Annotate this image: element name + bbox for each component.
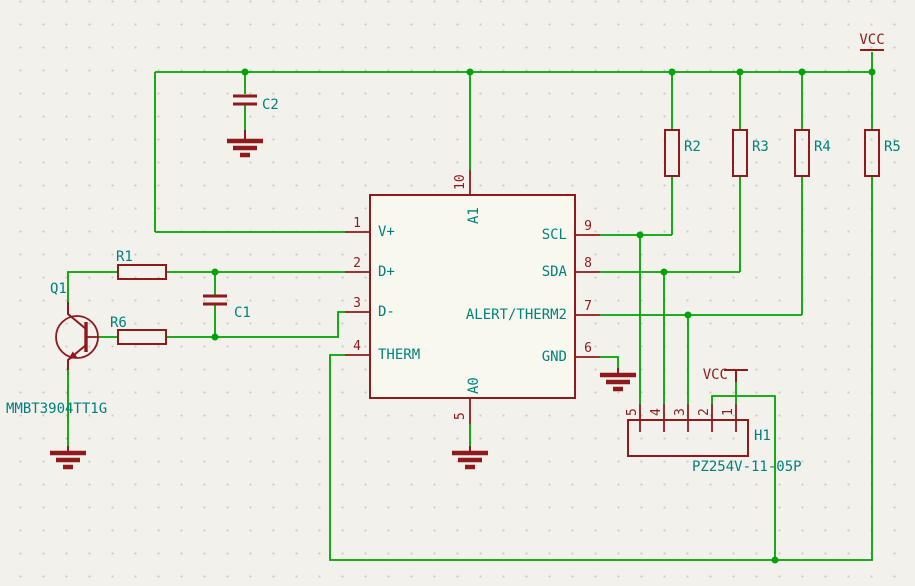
net-vcc[interactable]	[154, 52, 873, 404]
h1-value[interactable]: PZ254V-11-05P	[692, 459, 802, 475]
pin-name-a0: A0	[466, 377, 482, 394]
q1-value[interactable]: MMBT3904TT1G	[6, 401, 107, 417]
wire-therm-conn[interactable]	[711, 395, 776, 560]
junction-dot	[798, 68, 806, 76]
emitter-arrow	[68, 351, 78, 360]
wire-collector[interactable]	[67, 271, 118, 302]
gnd-bars	[600, 372, 636, 392]
pin-number: 7	[584, 299, 592, 314]
pin-number: 10	[453, 174, 468, 190]
h1-pin-number-2: 2	[697, 408, 712, 416]
h1-pin-number-4: 4	[649, 408, 664, 416]
junction-dot	[684, 311, 692, 319]
pin-name-sda: SDA	[542, 264, 568, 280]
ground-symbol-a0[interactable]	[452, 446, 488, 470]
pin-number: 3	[353, 296, 361, 311]
net-scl[interactable]	[600, 176, 673, 404]
wire-ic-gnd[interactable]	[600, 356, 619, 368]
gnd-bars	[452, 450, 488, 470]
junction-dot	[241, 68, 249, 76]
vcc-bar	[724, 369, 748, 382]
ground-symbol-c2[interactable]	[227, 130, 263, 158]
pin-number: 2	[353, 256, 361, 271]
connector-h1[interactable]: 5 4 3 2 1 H1 PZ254V-11-05P	[625, 404, 802, 475]
resistor-r6[interactable]: R6	[110, 315, 167, 345]
pin-name-gnd: GND	[542, 349, 567, 365]
pin-number: 8	[584, 256, 592, 271]
ground-symbol-ic[interactable]	[600, 368, 636, 392]
junction-dot	[636, 231, 644, 239]
resistor-r2[interactable]: R2	[664, 129, 701, 177]
pin-name-dplus: D+	[378, 264, 395, 280]
vcc-symbol-top[interactable]: VCC	[859, 32, 885, 51]
junction-dots	[211, 68, 876, 564]
capacitor-c2[interactable]: C2	[233, 94, 279, 113]
resistor-r4[interactable]: R4	[794, 129, 831, 177]
resistor-r5[interactable]: R5	[864, 129, 901, 177]
q1-reference[interactable]: Q1	[50, 281, 67, 297]
gnd-bars	[50, 450, 86, 470]
h1-pin-stubs	[639, 404, 737, 432]
transistor-collector	[67, 302, 87, 330]
net-dminus[interactable]	[98, 304, 345, 338]
r5-body	[864, 129, 880, 177]
net-therm[interactable]	[329, 176, 873, 561]
pin-number: 6	[584, 341, 592, 356]
h1-pin-number-3: 3	[673, 408, 688, 416]
transistor-q1[interactable]: Q1 MMBT3904TT1G	[6, 281, 107, 417]
net-alert[interactable]	[600, 176, 803, 404]
junction-dot	[868, 68, 876, 76]
pin-number: 1	[353, 216, 361, 231]
pin-number: 5	[453, 412, 468, 420]
junction-dot	[736, 68, 744, 76]
ground-symbol-q1[interactable]	[50, 446, 86, 470]
r2-body	[664, 129, 680, 177]
junction-dot	[660, 268, 668, 276]
r5-reference[interactable]: R5	[884, 139, 901, 155]
h1-pin-number-5: 5	[625, 408, 640, 416]
vcc-symbol-connector[interactable]: VCC	[703, 367, 748, 383]
gnd-bars	[227, 138, 263, 158]
vcc-conn-label[interactable]: VCC	[703, 367, 728, 383]
h1-pin-number-1: 1	[721, 408, 736, 416]
junction-dot	[211, 268, 219, 276]
r2-reference[interactable]: R2	[684, 139, 701, 155]
h1-reference[interactable]: H1	[754, 428, 771, 444]
ic-body[interactable]	[369, 194, 576, 399]
resistor-r3[interactable]: R3	[732, 129, 769, 177]
net-gnd[interactable]	[67, 104, 619, 446]
pin-name-scl: SCL	[542, 227, 567, 243]
r1-reference[interactable]: R1	[116, 249, 133, 265]
junction-dot	[466, 68, 474, 76]
c1-reference[interactable]: C1	[234, 305, 251, 321]
r1-body	[117, 264, 167, 280]
resistor-r1[interactable]: R1	[116, 249, 167, 280]
capacitor-c1[interactable]: C1	[203, 294, 251, 321]
pin-name-a1: A1	[466, 207, 482, 224]
junction-dot	[211, 333, 219, 341]
r3-reference[interactable]: R3	[752, 139, 769, 155]
r4-reference[interactable]: R4	[814, 139, 831, 155]
net-dplus[interactable]	[67, 271, 345, 302]
r4-body	[794, 129, 810, 177]
pin-name-dminus: D-	[378, 304, 395, 320]
wire-therm-loop[interactable]	[329, 176, 873, 561]
pin-name-alert: ALERT/THERM2	[466, 307, 567, 323]
r6-reference[interactable]: R6	[110, 315, 127, 331]
r6-body	[117, 329, 167, 345]
net-sda[interactable]	[600, 176, 741, 404]
vcc-top-label[interactable]: VCC	[859, 32, 884, 48]
wire-dminus[interactable]	[166, 311, 345, 338]
r3-body	[732, 129, 748, 177]
c2-reference[interactable]: C2	[262, 97, 279, 113]
pin-name-vplus: V+	[378, 224, 395, 240]
ic-symbol[interactable]: 1 2 3 4 9 8 7 6 10 5 V+ D+ D- THERM SCL …	[345, 170, 600, 424]
pin-name-therm: THERM	[378, 347, 420, 363]
junction-dot	[771, 556, 779, 564]
pin-number: 4	[353, 339, 361, 354]
pin-number: 9	[584, 219, 592, 234]
junction-dot	[668, 68, 676, 76]
